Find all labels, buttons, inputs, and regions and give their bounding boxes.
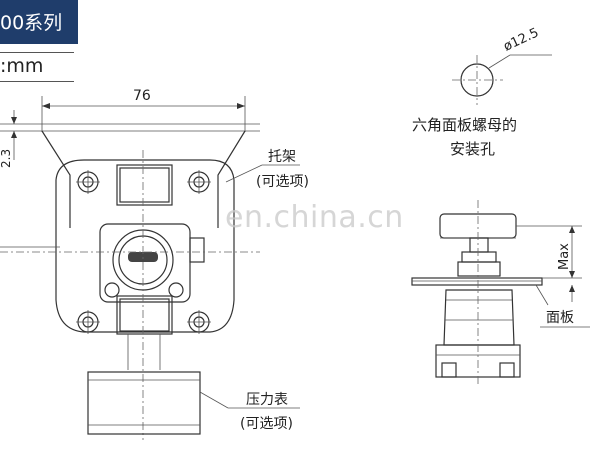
- unit-label-text: :mm: [0, 55, 44, 77]
- unit-label-box: :mm: [0, 52, 74, 82]
- hole-diameter-label: ø12.5: [501, 25, 541, 54]
- gauge-callout: 压力表 (可选项): [199, 391, 300, 432]
- series-badge-text: 00系列: [0, 12, 63, 34]
- gauge-view: [87, 334, 201, 435]
- dimension-width: 76: [41, 88, 246, 132]
- bracket-top-view: [0, 130, 260, 440]
- gauge-optional-label: (可选项): [240, 416, 293, 432]
- bracket-label: 托架: [268, 149, 296, 165]
- panel-mount-side-view: Max 面板: [411, 200, 590, 385]
- panel-label: 面板: [546, 310, 574, 326]
- gauge-label: 压力表: [246, 392, 288, 408]
- max-dimension-label: Max: [557, 243, 572, 270]
- hex-nut-label-line1: 六角面板螺母的: [412, 116, 517, 134]
- dimension-height: 2.3: [0, 110, 260, 168]
- series-badge: 00系列: [0, 0, 78, 44]
- mounting-hole-detail: ø12.5 六角面板螺母的 安装孔: [412, 25, 552, 158]
- hex-nut-label-line2: 安装孔: [450, 140, 495, 158]
- bracket-optional-label: (可选项): [256, 174, 309, 190]
- bracket-callout: 托架 (可选项): [225, 149, 309, 190]
- dimension-height-label: 2.3: [0, 149, 13, 168]
- dimension-width-label: 76: [133, 88, 151, 104]
- watermark: en.china.cn: [225, 200, 404, 235]
